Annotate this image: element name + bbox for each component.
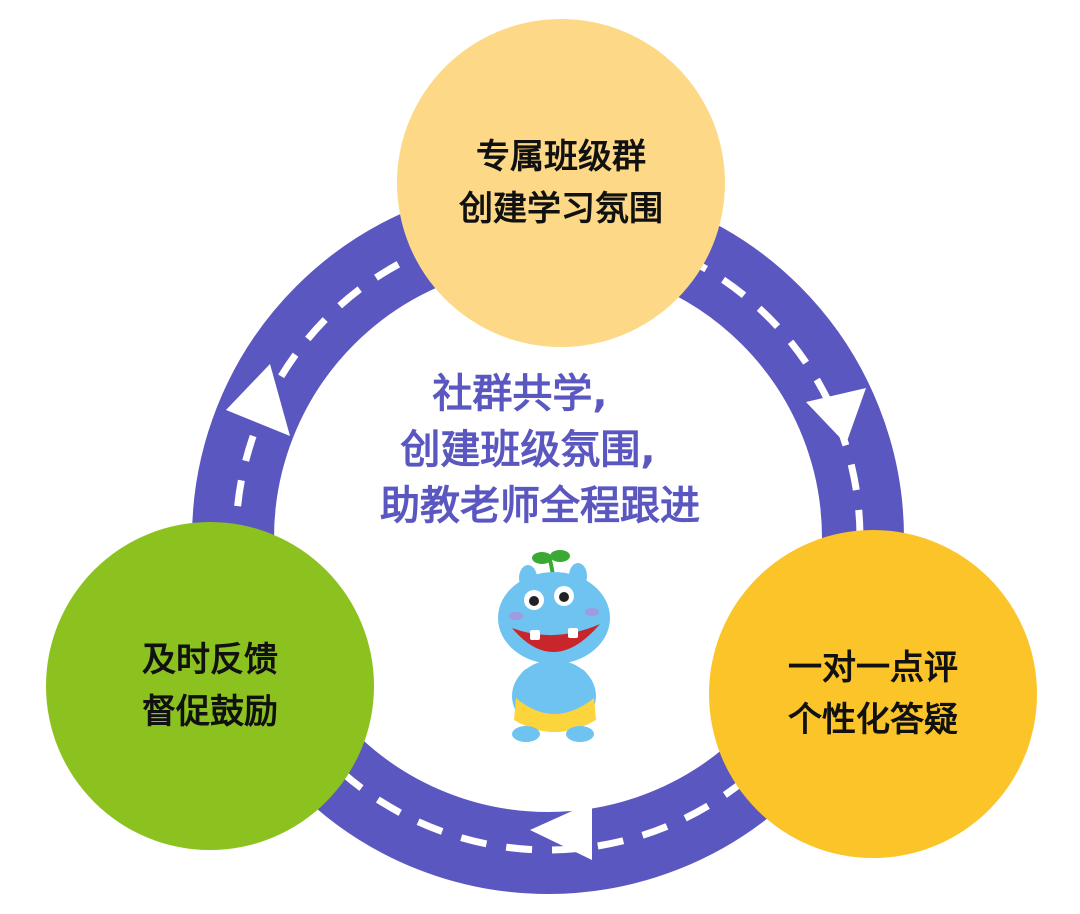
node-left-line2: 督促鼓励 xyxy=(142,692,278,732)
node-top-line1: 专属班级群 xyxy=(476,137,646,177)
center-line3: 助教老师全程跟进 xyxy=(380,483,700,529)
center-line1: 社群共学, xyxy=(432,371,608,417)
center-line2: 创建班级氛围, xyxy=(400,427,656,473)
node-one-on-one: 一对一点评 个性化答疑 xyxy=(709,530,1037,858)
center-caption: 社群共学, 创建班级氛围, 助教老师全程跟进 xyxy=(330,366,750,534)
arrow-right-icon xyxy=(806,388,866,444)
arrow-left-icon xyxy=(530,802,592,860)
node-right-line2: 个性化答疑 xyxy=(788,700,958,740)
arrow-up-icon xyxy=(226,364,290,436)
node-feedback: 及时反馈 督促鼓励 xyxy=(46,522,374,850)
node-right-line1: 一对一点评 xyxy=(788,648,958,688)
node-top-line2: 创建学习氛围 xyxy=(459,189,663,229)
node-class-group: 专属班级群 创建学习氛围 xyxy=(397,19,725,347)
hippo-mascot-icon xyxy=(498,550,610,742)
node-left-line1: 及时反馈 xyxy=(142,640,278,680)
